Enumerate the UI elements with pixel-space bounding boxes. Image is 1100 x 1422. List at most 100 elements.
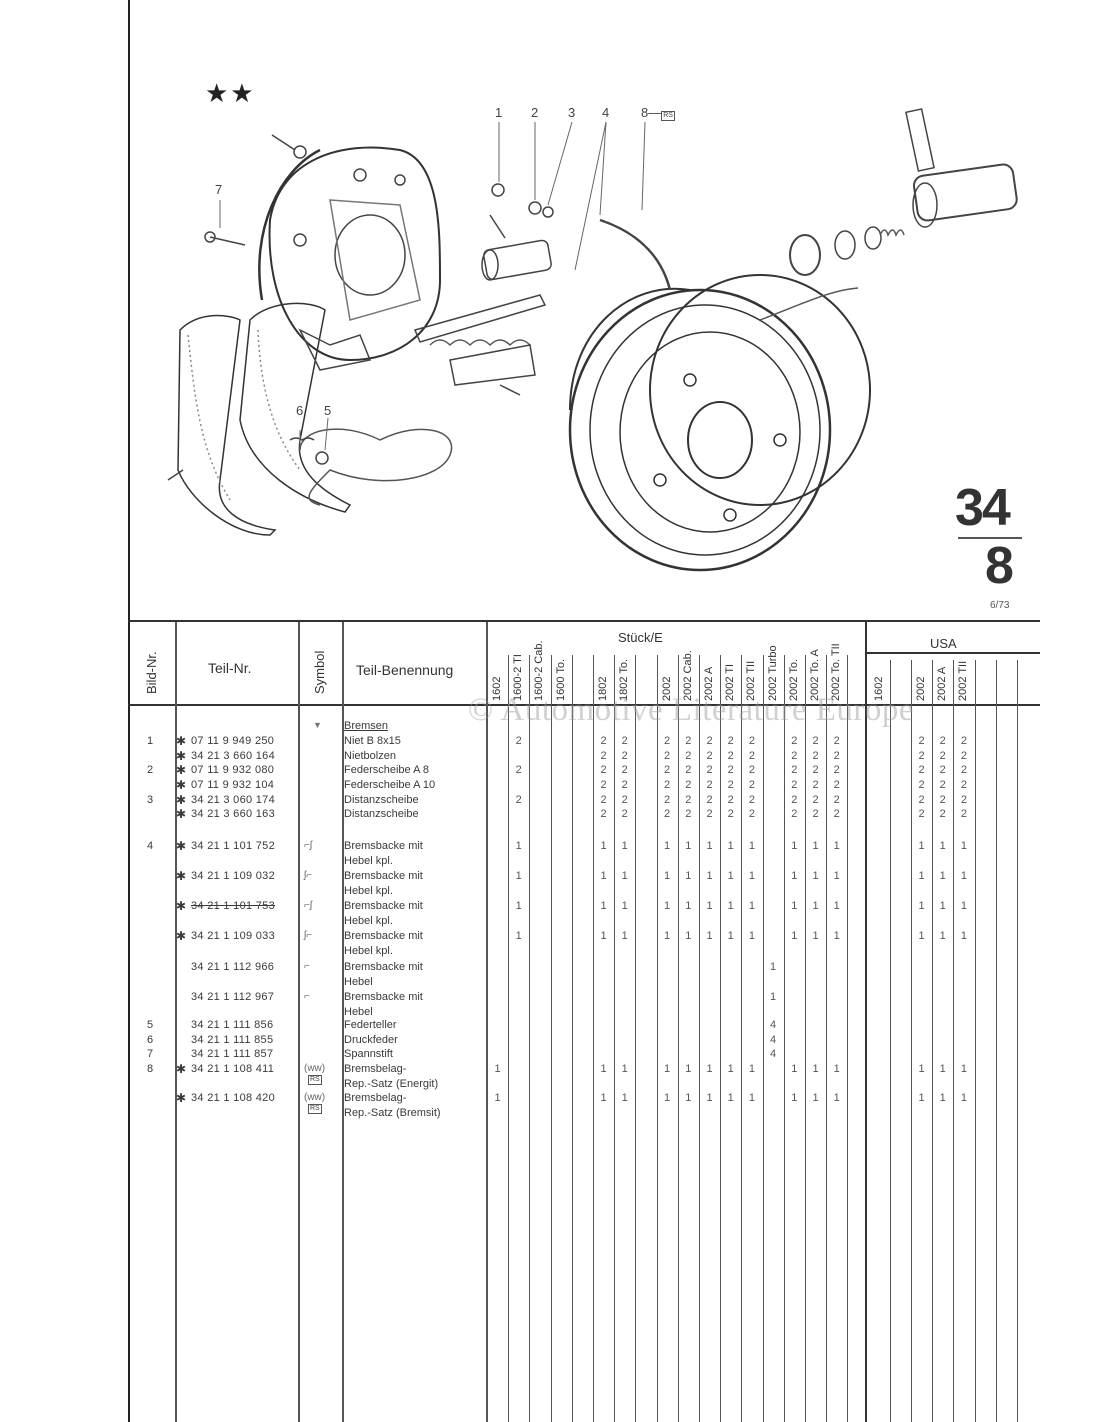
qty-value: 1 [685,870,692,882]
part-name: Rep.-Satz (Energit) [344,1077,439,1090]
qty-col-divider [762,655,764,1422]
qty-value: 1 [494,1063,501,1075]
part-name: Federteller [344,1019,397,1031]
qty-value: 2 [812,750,819,762]
qty-value: 1 [918,900,925,912]
qty-value: 1 [515,870,522,882]
qty-value: 1 [791,870,798,882]
qty-value: 1 [515,900,522,912]
col-divider [175,622,177,1422]
asterisk-icon: ✱ [176,763,187,777]
part-number: 34 21 1 109 032 [191,870,276,882]
symbol-mark: ⌐ʃ [304,900,313,911]
qty-value: 2 [706,779,713,791]
qty-value: 2 [960,779,967,791]
qty-value: 2 [664,735,671,747]
qty-value: 1 [960,930,967,942]
qty-col-divider [974,660,976,1422]
qty-value: 1 [727,930,734,942]
qty-value: 1 [621,1092,628,1104]
qty-value: 2 [833,808,840,820]
qty-value: 1 [939,930,946,942]
qty-value: 1 [494,1092,501,1104]
bild-nr: 8 [147,1063,154,1075]
qty-value: 1 [600,900,607,912]
part-name: Bremsbelag- [344,1092,407,1104]
part-name: Hebel [344,975,373,988]
qty-value: 1 [791,930,798,942]
qty-value: 1 [748,1063,755,1075]
qty-value: 1 [727,1092,734,1104]
part-number: 34 21 1 109 033 [191,930,276,942]
sheet-divider [958,537,1022,539]
qty-value: 2 [748,808,755,820]
qty-value: 1 [748,930,755,942]
part-number: 34 21 3 660 164 [191,750,276,762]
qty-value: 1 [939,840,946,852]
qty-value: 1 [664,870,671,882]
qty-value: 1 [939,870,946,882]
asterisk-icon: ✱ [176,793,187,807]
stars-marker: ★★ [205,78,256,108]
part-name: Distanzscheibe [344,808,419,820]
qty-col-divider [529,655,531,1422]
header-teil-nr: Teil-Nr. [208,660,252,676]
qty-value: 2 [706,735,713,747]
qty-value: 2 [791,794,798,806]
qty-value: 2 [685,779,692,791]
qty-value: 1 [664,930,671,942]
callout-7: 7 [215,182,223,197]
qty-value: 1 [960,870,967,882]
qty-value: 2 [600,808,607,820]
qty-value: 2 [918,764,925,776]
callout-2: 2 [531,105,539,120]
qty-value: 2 [918,794,925,806]
rs-box-icon: RS [308,1075,322,1085]
qty-value: 2 [960,735,967,747]
qty-value: 1 [685,930,692,942]
qty-value: 1 [727,1063,734,1075]
qty-value: 1 [960,900,967,912]
part-number: 34 21 1 111 855 [191,1034,274,1046]
backing-plate [258,146,442,362]
symbol-mark: ⌐ʃ [304,840,313,851]
qty-value: 2 [621,794,628,806]
issue-date: 6/73 [990,600,1010,611]
qty-value: 1 [812,930,819,942]
section-symbol-icon: ▼ [313,720,322,730]
qty-value: 2 [664,794,671,806]
qty-value: 2 [939,764,946,776]
qty-value: 1 [621,870,628,882]
part-name: Rep.-Satz (Bremsit) [344,1106,441,1119]
qty-value: 1 [664,1063,671,1075]
qty-value: 1 [727,870,734,882]
qty-col-divider [614,655,616,1422]
qty-value: 1 [812,900,819,912]
qty-value: 2 [812,794,819,806]
qty-value: 1 [812,840,819,852]
col-divider [298,622,300,1422]
part-name: Federscheibe A 8 [344,764,430,776]
qty-value: 2 [748,794,755,806]
qty-value: 1 [918,870,925,882]
part-name: Druckfeder [344,1034,398,1046]
part-number: 07 11 9 949 250 [191,735,275,747]
callout-5: 5 [324,403,332,418]
part-name: Hebel kpl. [344,854,393,867]
qty-value: 2 [621,779,628,791]
qty-value: 2 [833,794,840,806]
qty-col-divider [805,655,806,1422]
qty-value: 4 [770,1019,777,1031]
qty-value: 1 [748,1092,755,1104]
qty-value: 2 [748,750,755,762]
qty-value: 2 [664,779,671,791]
bild-nr: 6 [147,1034,154,1046]
header-benennung: Teil-Benennung [356,662,454,678]
asterisk-icon: ✱ [176,734,187,748]
qty-col-divider [847,655,849,1422]
qty-value: 2 [812,764,819,776]
symbol-mark: ⌐ [304,991,310,1002]
qty-value: 2 [727,764,734,776]
qty-value: 1 [706,930,713,942]
symbol-mark: ⌐ [304,961,310,972]
